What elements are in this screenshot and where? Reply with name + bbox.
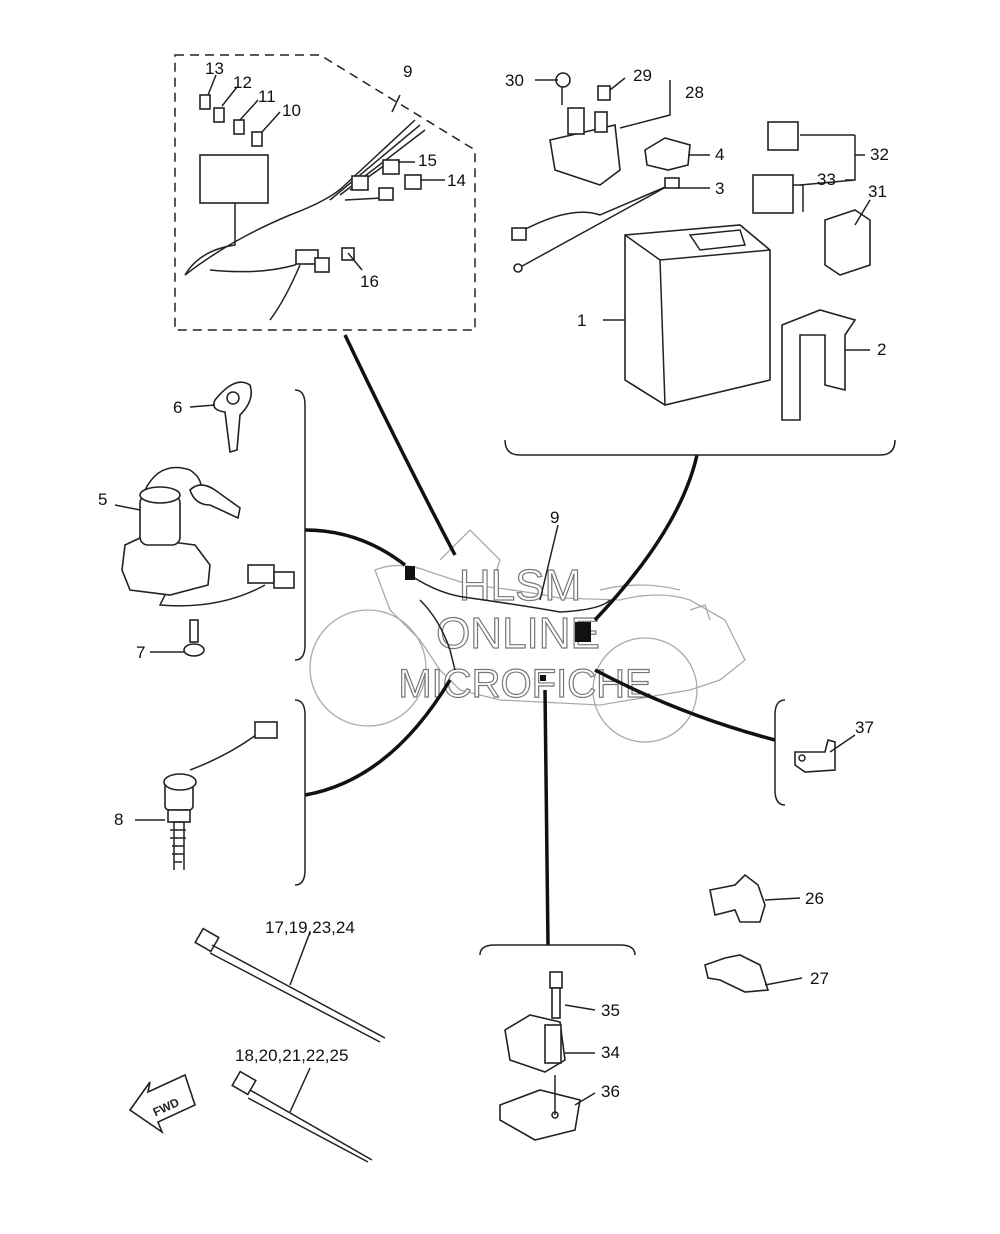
callout-18-20-21-22-25: 18,20,21,22,25 bbox=[235, 1046, 348, 1065]
callout-31: 31 bbox=[868, 182, 887, 201]
callout-28: 28 bbox=[685, 83, 704, 102]
relay-cover-drawing bbox=[644, 137, 691, 171]
leader-main-switch bbox=[304, 528, 407, 567]
harness-ignition-plug bbox=[405, 566, 415, 580]
relay-32-drawing bbox=[752, 121, 804, 214]
battery-group-bracket bbox=[504, 439, 896, 456]
callout-36: 36 bbox=[601, 1082, 620, 1101]
relay-group-bracket bbox=[479, 944, 636, 956]
relay-bracket-36-drawing bbox=[499, 1075, 581, 1141]
leader-battery-box bbox=[593, 454, 699, 622]
harness-junction-box bbox=[199, 154, 269, 204]
battery-band-drawing bbox=[781, 309, 857, 421]
callout-35: 35 bbox=[601, 1001, 620, 1020]
bracket-37-drawing bbox=[794, 739, 836, 773]
harness-detail-frame bbox=[174, 54, 476, 331]
leader-bracket bbox=[594, 668, 776, 742]
callout-9-middle: 9 bbox=[550, 508, 559, 527]
callout-15: 15 bbox=[418, 151, 437, 170]
main-switch-drawing bbox=[121, 466, 295, 607]
callout-12: 12 bbox=[233, 73, 252, 92]
callout-29: 29 bbox=[633, 66, 652, 85]
callout-6: 6 bbox=[173, 398, 182, 417]
clamp-27-drawing bbox=[704, 954, 770, 993]
bracket-37-group bbox=[774, 699, 786, 806]
key-drawing bbox=[212, 381, 253, 454]
neutral-switch-drawing bbox=[163, 721, 278, 870]
callout-2: 2 bbox=[877, 340, 886, 359]
harness-ground-dot bbox=[540, 675, 546, 681]
main-harness-path bbox=[409, 574, 611, 613]
callout-leaders bbox=[114, 74, 871, 1113]
callout-17-19-23-24: 17,19,23,24 bbox=[265, 918, 355, 937]
leader-neutral-switch bbox=[304, 679, 452, 797]
callout-30: 30 bbox=[505, 71, 524, 90]
callout-10: 10 bbox=[282, 101, 301, 120]
neutral-group-bracket bbox=[294, 699, 306, 886]
clamp-26-drawing bbox=[709, 873, 766, 923]
motorcycle-silhouette bbox=[309, 529, 746, 743]
callout-1: 1 bbox=[577, 311, 586, 330]
callout-34: 34 bbox=[601, 1043, 620, 1062]
cable-tie-long-drawing bbox=[194, 927, 386, 1043]
callout-5: 5 bbox=[98, 490, 107, 509]
leader-harness-box bbox=[343, 334, 457, 556]
forward-direction-arrow: FWD bbox=[128, 1073, 196, 1135]
harness-connector-block bbox=[575, 622, 591, 642]
callout-33: 33 bbox=[817, 170, 836, 189]
callout-26: 26 bbox=[805, 889, 824, 908]
callout-14: 14 bbox=[447, 171, 466, 190]
callout-32: 32 bbox=[870, 145, 889, 164]
callout-7: 7 bbox=[136, 643, 145, 662]
starter-relay-drawing bbox=[549, 72, 621, 186]
callout-labels: 1 2 3 4 5 6 7 8 9 9 10 11 12 13 14 15 16… bbox=[98, 59, 889, 1101]
callout-37: 37 bbox=[855, 718, 874, 737]
callout-27: 27 bbox=[810, 969, 829, 988]
leader-relay bbox=[543, 689, 550, 946]
watermark-line-3: MICROFICHE bbox=[398, 662, 651, 706]
wire-harness-drawing bbox=[184, 94, 426, 321]
harness-branch bbox=[419, 599, 456, 671]
callout-3: 3 bbox=[715, 179, 724, 198]
callout-16: 16 bbox=[360, 272, 379, 291]
cable-tie-short-drawing bbox=[231, 1070, 373, 1163]
battery-drawing bbox=[624, 224, 771, 406]
watermark-line-2: ONLINE bbox=[436, 609, 600, 658]
callout-4: 4 bbox=[715, 145, 724, 164]
relay-31-drawing bbox=[824, 209, 871, 276]
relay-bolt-drawing bbox=[549, 971, 563, 1019]
callout-13: 13 bbox=[205, 59, 224, 78]
callout-8: 8 bbox=[114, 810, 123, 829]
switch-screw-drawing bbox=[183, 619, 205, 657]
battery-lead-drawing bbox=[511, 177, 680, 273]
watermark: HLSM ONLINE MICROFICHE bbox=[398, 560, 653, 706]
callout-9-top: 9 bbox=[403, 62, 412, 81]
watermark-line-1: HLSM bbox=[459, 561, 581, 610]
relay-34-drawing bbox=[504, 1014, 566, 1073]
switch-group-bracket bbox=[294, 389, 306, 661]
callout-11: 11 bbox=[258, 87, 276, 106]
